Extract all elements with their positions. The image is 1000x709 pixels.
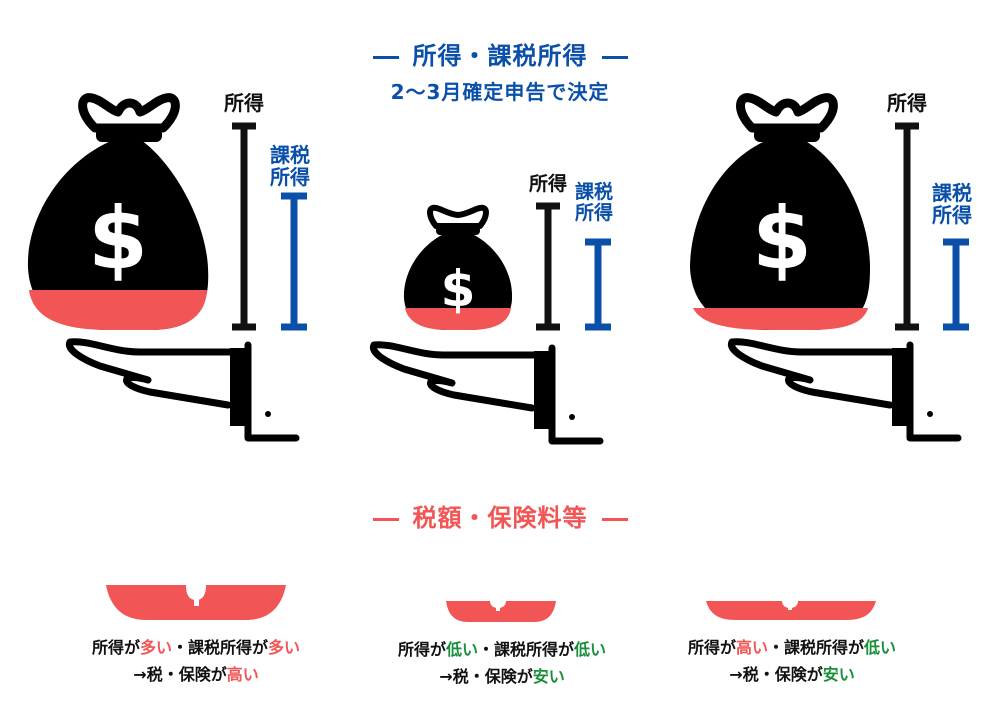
heading-dash-left	[372, 55, 399, 59]
taxable-label-line1: 課税	[575, 181, 614, 203]
open-hand-icon	[370, 341, 604, 445]
scenario-2-caption: 所得が低い・課税所得が低い →税・保険が安い	[352, 636, 652, 690]
income-label-1: 所得	[224, 91, 264, 115]
income-bar	[232, 122, 256, 331]
taxable-label-line2: 所得	[575, 201, 614, 224]
scenario-1-caption: 所得が多い・課税所得が多い →税・保険が高い	[46, 634, 346, 688]
tax-amount-bowl-3	[706, 601, 876, 620]
dollar-sign-icon: $	[441, 260, 476, 318]
income-label-3: 所得	[887, 91, 927, 115]
tax-level: 安い	[822, 665, 855, 684]
caption-line-1: 所得が低い・課税所得が低い	[397, 640, 607, 659]
income-bar	[536, 202, 560, 331]
taxable-income-label-2: 課税 所得	[575, 182, 613, 224]
taxable-income-bar	[281, 192, 307, 331]
scenario-3-caption: 所得が高い・課税所得が低い →税・保険が安い	[642, 634, 942, 688]
tax-level: 高い	[226, 665, 259, 684]
income-heading-text: 所得・課税所得	[412, 42, 588, 70]
taxable-income-label-1: 課税 所得	[270, 144, 310, 188]
money-bag-icon: $	[690, 93, 870, 330]
income-subtitle: 2〜3月確定申告で決定	[390, 80, 610, 104]
tax-heading: 税額・保険料等	[0, 498, 1000, 533]
income-bar	[895, 122, 919, 331]
caption-line-1: 所得が多い・課税所得が多い	[91, 638, 301, 657]
taxable-level: 多い	[268, 638, 301, 657]
income-level: 多い	[139, 638, 172, 657]
income-level: 低い	[445, 640, 478, 659]
heading-dash-right	[601, 517, 628, 521]
income-label-2: 所得	[529, 173, 568, 195]
heading-dash-right	[601, 55, 628, 59]
caption-line-2: →税・保険が安い	[729, 665, 855, 684]
taxable-label-line2: 所得	[932, 203, 972, 227]
income-level: 高い	[735, 638, 768, 657]
income-heading: 所得・課税所得	[0, 36, 1000, 71]
taxable-level: 低い	[864, 638, 897, 657]
money-bag-icon: $	[403, 204, 513, 330]
caption-line-2: →税・保険が高い	[133, 665, 259, 684]
taxable-level: 低い	[574, 640, 607, 659]
scenario-2-illustration: $	[370, 202, 611, 445]
dollar-sign-icon: $	[752, 189, 812, 289]
caption-line-1: 所得が高い・課税所得が低い	[687, 638, 897, 657]
taxable-income-bar	[943, 238, 969, 331]
tax-amount-bowl-2	[446, 601, 556, 622]
taxable-label-line2: 所得	[270, 165, 310, 189]
open-hand-icon	[728, 338, 962, 442]
tax-level: 安い	[532, 667, 565, 686]
tax-heading-text: 税額・保険料等	[412, 504, 588, 532]
scenario-1-illustration: $	[27, 93, 307, 442]
heading-dash-left	[372, 517, 399, 521]
caption-line-2: →税・保険が安い	[439, 667, 565, 686]
taxable-label-line1: 課税	[270, 143, 310, 167]
scenario-3-illustration: $	[690, 93, 969, 442]
taxable-income-label-3: 課税 所得	[932, 182, 972, 226]
dollar-sign-icon: $	[88, 189, 148, 289]
tax-amount-bowl-1	[106, 585, 286, 620]
money-bag-icon: $	[27, 93, 209, 330]
open-hand-icon	[66, 338, 300, 442]
taxable-income-bar	[585, 238, 611, 331]
taxable-label-line1: 課税	[932, 181, 972, 205]
